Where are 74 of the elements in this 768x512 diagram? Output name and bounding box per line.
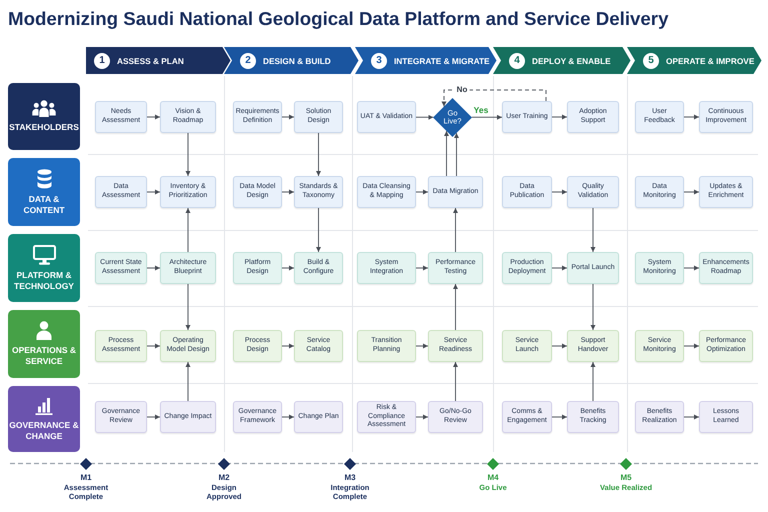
connector-arrow: [146, 414, 160, 420]
step-number: 3: [371, 52, 387, 68]
phase-title: DESIGN & BUILD: [263, 56, 331, 66]
phase-title: OPERATE & IMPROVE: [666, 56, 754, 66]
connector-arrow: [186, 208, 190, 252]
connector-arrow: [453, 362, 458, 402]
connector-arrow: [146, 190, 160, 194]
connector-arrow: [552, 266, 568, 270]
lane-title: GOVERNANCE & CHANGE: [8, 420, 80, 442]
connector-arrow: [186, 362, 190, 402]
connector-arrow: [684, 414, 700, 420]
phase-title: INTEGRATE & MIGRATE: [394, 56, 490, 66]
connector-arrow: [590, 208, 596, 252]
connector-arrow: [442, 90, 546, 107]
connector-arrow: [453, 284, 458, 330]
connector-arrow: [444, 130, 449, 176]
edge-label: No: [454, 85, 470, 95]
connector-arrow: [282, 344, 294, 348]
connector-arrow: [282, 414, 294, 420]
connector-arrow: [146, 266, 160, 270]
connector-arrow: [684, 344, 700, 348]
connector-arrow: [416, 266, 428, 270]
connector-arrow: [684, 190, 700, 194]
lane-header: [8, 386, 80, 452]
connector-arrow: [552, 114, 568, 120]
connector-arrow: [282, 266, 294, 270]
lane-header: [8, 234, 80, 302]
lane-header: [8, 158, 80, 226]
lane-header: [8, 83, 80, 150]
connector-arrow: [552, 414, 568, 420]
connector-arrow: [316, 132, 321, 176]
connector-arrow: [471, 114, 502, 120]
lane-title: DATA & CONTENT: [22, 194, 66, 216]
lane-header: [8, 310, 80, 378]
lane-title: OPERATIONS & SERVICE: [10, 345, 78, 367]
milestone-id: M3: [343, 473, 357, 483]
milestone-id: M1: [79, 473, 93, 483]
connector-arrow: [416, 344, 428, 348]
connector-arrow: [684, 114, 700, 120]
phase-banner: [627, 47, 763, 74]
connector-arrow: [416, 114, 434, 120]
lane-title: STAKEHOLDERS: [9, 122, 79, 133]
step-number: 5: [643, 52, 659, 68]
step-number: 4: [509, 52, 525, 68]
step-number: 1: [94, 52, 110, 68]
phase-title: DEPLOY & ENABLE: [532, 56, 611, 66]
connector-arrow: [282, 190, 294, 194]
milestone-id: M5: [619, 473, 633, 483]
phase-banner: [86, 47, 232, 74]
diagram-title: Modernizing Saudi National Geological Data Platform and Service Delivery: [8, 7, 668, 30]
connector-arrow: [416, 414, 428, 420]
connector-arrow: [282, 114, 294, 120]
connector-arrow: [454, 132, 459, 176]
connector-arrow: [590, 362, 596, 402]
phase-banner: [224, 47, 360, 74]
connector-arrow: [416, 190, 428, 194]
phase-title: ASSESS & PLAN: [117, 56, 184, 66]
connector-arrow: [552, 190, 568, 194]
connector-arrow: [146, 344, 160, 348]
connector-arrow: [146, 114, 160, 120]
edge-label: Yes: [472, 105, 490, 115]
step-number: 2: [240, 52, 256, 68]
connector-arrow: [552, 344, 568, 348]
phase-banner: [355, 47, 498, 74]
connector-arrow: [453, 208, 458, 252]
connector-arrow: [186, 284, 190, 330]
milestone-id: M4: [486, 473, 500, 483]
connector-arrow: [590, 284, 596, 330]
phase-banner: [493, 47, 632, 74]
connector-arrow: [316, 208, 321, 252]
connector-arrow: [186, 132, 190, 176]
milestone-id: M2: [217, 473, 231, 483]
lane-title: PLATFORM & TECHNOLOGY: [13, 270, 75, 292]
connector-arrow: [684, 266, 700, 270]
